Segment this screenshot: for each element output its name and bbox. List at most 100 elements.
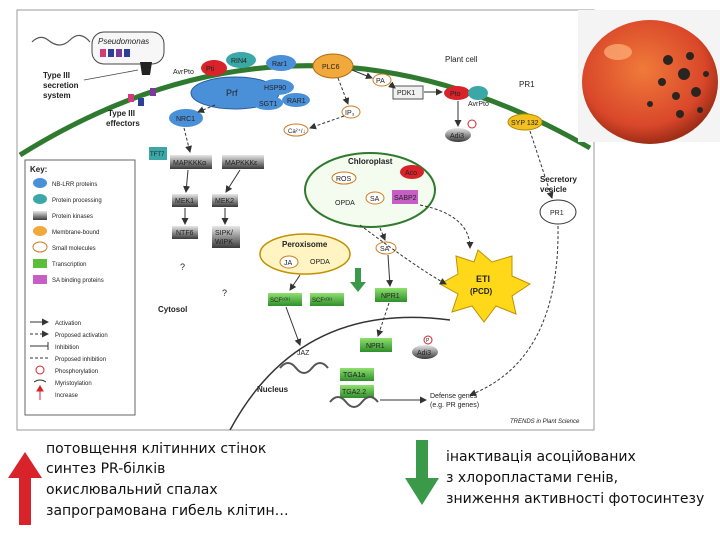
tga1-protein <box>340 368 374 381</box>
left-caption-line-3: окислювальний спалах <box>46 482 218 498</box>
right-caption-line-2: з хлоропластами генів, <box>446 470 619 486</box>
key-swatch-nblrr <box>33 178 47 188</box>
tga2-label: TGA2.2 <box>342 389 366 396</box>
pto-protein <box>444 86 470 100</box>
sgt1-protein <box>253 96 283 110</box>
aco-label: Aco <box>405 170 417 177</box>
syp132-label: SYP 132 <box>511 120 539 127</box>
arrow-prf-nrc1 <box>197 104 216 113</box>
lesion-5 <box>658 78 666 86</box>
flagellum <box>31 34 91 46</box>
arrow-mid-eti <box>419 204 474 249</box>
arrow-mapkkk-mek2 <box>225 169 241 193</box>
key-line-0: Activation <box>55 321 81 327</box>
adi3-nuc-protein <box>412 345 438 359</box>
key-swatch-processing <box>33 194 47 204</box>
key-item-3: Membrane-bound <box>52 230 99 236</box>
key-item-0: NB-LRR proteins <box>52 182 97 188</box>
key-swatch-sabp <box>33 275 47 284</box>
adi3-top-label: Adi3 <box>450 133 464 140</box>
opda-chloroplast-label: OPDA <box>335 200 355 207</box>
key-swatch-kinase <box>33 211 47 220</box>
key-line-3: Proposed inhibition <box>55 357 106 363</box>
lesion-3 <box>691 87 701 97</box>
rar1-protein <box>266 55 296 71</box>
key-line-6: Increase <box>55 393 79 399</box>
key-line-2: Inhibition <box>55 345 79 351</box>
key-box: Key: NB-LRR proteins Protein processing … <box>24 159 136 416</box>
tomato-highlight <box>604 44 632 60</box>
pseudomonas-label: Pseudomonas <box>98 37 149 46</box>
avrpto-right-label: AvrPto <box>468 101 489 108</box>
adi3-nuc-label: Adi3 <box>417 350 431 357</box>
hsp90-label: HSP90 <box>264 85 286 92</box>
sipk-label-2: WIPK <box>215 239 233 246</box>
jaz-label: JAZ <box>297 350 310 357</box>
lesion-9 <box>676 110 684 118</box>
eti-burst <box>438 249 532 323</box>
arrow-mapkkk-mek1 <box>183 169 191 193</box>
pseudomonas-cell: Pseudomonas <box>31 31 165 65</box>
arrow-sa-npr1 <box>386 254 394 287</box>
pa-label: PA <box>376 78 385 85</box>
t3ss-label-1: Type III <box>43 71 70 80</box>
lesion-8 <box>647 101 653 107</box>
key-increase-arrow <box>36 385 44 400</box>
t3ss-label-2: secretion <box>43 81 79 90</box>
pr1-vesicle-label: PR1 <box>550 210 564 217</box>
scf2-label: SCFᶜᴼᴵ¹ <box>312 297 332 304</box>
left-caption-line-4: запрограмована гибель клітин… <box>46 503 289 519</box>
tomato-photo <box>578 10 720 144</box>
arrow-pa-pdk1 <box>388 81 396 89</box>
arrow-ip3-ca <box>309 115 345 130</box>
lesion-2 <box>678 68 690 80</box>
lesion-10 <box>697 107 703 113</box>
scf2-protein <box>310 293 344 306</box>
ros-label: ROS <box>336 176 352 183</box>
credit-label: TRENDS in Plant Science <box>510 419 580 425</box>
mapkkke-protein <box>222 155 264 169</box>
pto-label: Pto <box>450 91 461 98</box>
pti-label: Pti <box>206 66 215 73</box>
rar1b-label: RAR1 <box>287 98 306 105</box>
sgt1-label: SGT1 <box>259 101 277 108</box>
pto-partner <box>468 86 488 100</box>
lesion-4 <box>672 92 680 100</box>
tga1-label: TGA1a <box>343 372 365 379</box>
arrow-nrc1-kinases <box>183 127 192 153</box>
arrow-peroxisome-scf <box>289 274 301 291</box>
effector-blue-2 <box>124 49 130 57</box>
dna-helix-2 <box>329 396 379 408</box>
eti-label-2: (PCD) <box>470 287 493 296</box>
plasma-membrane-arc <box>18 63 592 158</box>
secretory-vesicle <box>539 199 577 225</box>
nrc1-label: NRC1 <box>176 116 195 123</box>
phospho-mark-2 <box>423 335 433 345</box>
lesion-7 <box>703 71 709 77</box>
key-swatch-small <box>32 241 48 253</box>
right-caption-line-1: інактивація асоційованих <box>446 449 636 465</box>
nrc1-protein <box>169 109 203 127</box>
ip3-molecule <box>341 105 361 119</box>
effector-blue-3 <box>138 98 144 106</box>
eti-label-1: ETI <box>476 274 490 284</box>
key-line-1: Proposed activation <box>55 333 108 339</box>
adi3-top-protein <box>445 128 471 142</box>
key-line-5: Myristoylation <box>55 381 92 387</box>
t3e-label-2: effectors <box>106 119 140 128</box>
arrow-plc6-pa <box>351 69 373 80</box>
pdk1-label: PDK1 <box>397 90 415 97</box>
arrow-syp-vesicle <box>529 130 554 199</box>
mek1-label: MEK1 <box>175 198 194 205</box>
plant-cell-label: Plant cell <box>445 55 478 64</box>
ntf6-label: NTF6 <box>176 230 194 237</box>
sa-chloroplast-label: SA <box>370 196 380 203</box>
ca-label: Ca²⁺/↓ <box>288 128 306 135</box>
key-swatch-membrane <box>33 226 47 236</box>
rin4-label: RIN4 <box>231 58 247 65</box>
ja-peroxisome-label: JA <box>284 260 293 267</box>
t3ss-pointer <box>83 69 139 81</box>
effector-pink-2 <box>128 94 134 102</box>
key-item-2: Protein kinases <box>52 214 93 220</box>
